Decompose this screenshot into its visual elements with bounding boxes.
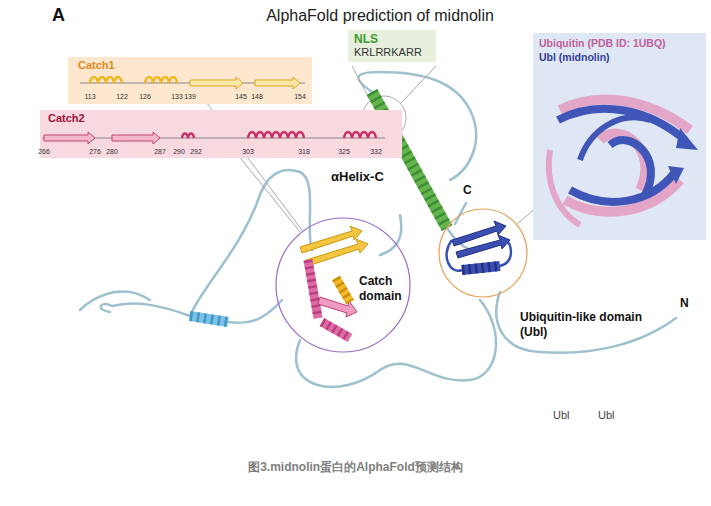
catch1-track bbox=[255, 77, 300, 89]
inset-ribbons bbox=[560, 100, 690, 130]
node-text: Catch1 bbox=[78, 58, 115, 72]
ubl-label: Ubl bbox=[553, 408, 570, 422]
residue-number: 122 bbox=[116, 92, 128, 101]
protein-chain bbox=[112, 303, 190, 316]
terminus-label: N bbox=[680, 296, 689, 311]
protein-chain bbox=[380, 215, 401, 255]
catch1-track bbox=[190, 77, 243, 89]
protein-chain bbox=[190, 170, 312, 316]
ubl-domain-structure bbox=[462, 266, 500, 270]
residue-number: 126 bbox=[139, 92, 151, 101]
node-text: NLS bbox=[354, 32, 422, 46]
residue-number: 290 bbox=[173, 147, 185, 156]
inset-panel: Ubiquitin (PDB ID: 1UBQ)Ubl (midnolin) bbox=[533, 33, 706, 240]
catch2-track bbox=[248, 132, 304, 138]
node-text: Ubiquitin (PDB ID: 1UBQ) bbox=[539, 37, 666, 50]
circle-outline bbox=[276, 218, 410, 352]
protein-chain bbox=[101, 304, 112, 312]
catch2-track bbox=[44, 132, 95, 144]
catch-domain-structure bbox=[300, 226, 368, 338]
inset-ribbons bbox=[549, 150, 580, 225]
residue-number: 154 bbox=[294, 92, 306, 101]
catch1-track bbox=[80, 83, 305, 84]
figure-title: AlphaFold prediction of midnolin bbox=[230, 7, 530, 25]
leader-connector bbox=[517, 210, 533, 223]
catch-domain-structure bbox=[336, 278, 350, 302]
inset-ribbons bbox=[549, 100, 698, 225]
residue-number: 287 bbox=[154, 147, 166, 156]
catch-domain-structure bbox=[308, 260, 318, 318]
catch2-track bbox=[182, 134, 194, 139]
circle-outline bbox=[439, 209, 527, 297]
catch1-track bbox=[90, 77, 122, 83]
circle-outline bbox=[438, 208, 528, 298]
residue-number: 332 bbox=[370, 147, 382, 156]
helix-label: αHelix-C bbox=[331, 169, 384, 185]
ubl-domain-structure bbox=[456, 235, 510, 258]
catch2-track bbox=[42, 138, 385, 139]
catch-domain-structure bbox=[308, 260, 318, 318]
inset-ribbons bbox=[558, 109, 685, 140]
inset-ribbons bbox=[565, 180, 680, 212]
residue-number: 133 bbox=[171, 92, 183, 101]
residue-number: 318 bbox=[298, 147, 310, 156]
catch-domain-structure bbox=[336, 278, 350, 302]
residue-number: 325 bbox=[338, 147, 350, 156]
catch-domain-circle: Catch domain bbox=[275, 217, 411, 353]
residue-number: 148 bbox=[251, 92, 263, 101]
small-helix bbox=[190, 316, 228, 322]
catch1-track bbox=[80, 77, 305, 89]
leader-connector bbox=[240, 158, 300, 232]
ubl-circle: Ubiquitin-like domain (Ubl) bbox=[438, 208, 528, 298]
residue-number: 276 bbox=[89, 147, 101, 156]
node-text: Ubiquitin-like domain (Ubl) bbox=[520, 310, 650, 340]
inset-ribbons bbox=[570, 172, 675, 202]
nls-leader bbox=[400, 66, 436, 104]
node-text: Catch2 bbox=[48, 111, 85, 125]
small-helix bbox=[190, 316, 228, 322]
node-text: Catch domain bbox=[359, 274, 411, 304]
protein-chain bbox=[496, 292, 676, 353]
residue-number: 292 bbox=[190, 147, 202, 156]
residue-number: 280 bbox=[106, 147, 118, 156]
nls-box: NLSKRLRRKARR bbox=[348, 30, 436, 62]
protein-chain bbox=[80, 291, 150, 310]
inset-ribbons bbox=[600, 134, 645, 190]
ubl-domain-structure bbox=[462, 266, 500, 270]
ubl-label: Ubl bbox=[598, 408, 615, 422]
catch-domain-structure bbox=[322, 322, 350, 338]
residue-number: 113 bbox=[84, 92, 95, 101]
node-text: Ubl (midnolin) bbox=[539, 51, 610, 64]
residue-number: 139 bbox=[184, 92, 196, 101]
catch1-track bbox=[145, 77, 177, 83]
terminus-label: C bbox=[463, 183, 472, 198]
panel-letter: A bbox=[52, 4, 65, 27]
inset-ribbons bbox=[580, 117, 650, 160]
inset-ribbons bbox=[610, 140, 651, 195]
node-text: KRLRRKARR bbox=[354, 46, 422, 59]
catch2-track bbox=[42, 132, 385, 144]
residue-number: 303 bbox=[242, 147, 254, 156]
catch-domain-structure bbox=[306, 239, 368, 266]
catch2-track bbox=[112, 132, 160, 144]
protein-chain bbox=[296, 300, 496, 387]
catch2-track bbox=[344, 132, 376, 138]
figure-caption: 图3.midnolin蛋白的AlphaFold预测结构 bbox=[0, 459, 711, 476]
inset-ribbons bbox=[668, 166, 684, 184]
inset-ribbons bbox=[676, 128, 698, 150]
protein-chain bbox=[228, 300, 282, 323]
ubl-domain-structure bbox=[447, 221, 511, 271]
residue-number: 145 bbox=[235, 92, 247, 101]
small-helix bbox=[190, 316, 228, 322]
catch-domain-structure bbox=[322, 322, 350, 338]
residue-number: 266 bbox=[38, 147, 50, 156]
